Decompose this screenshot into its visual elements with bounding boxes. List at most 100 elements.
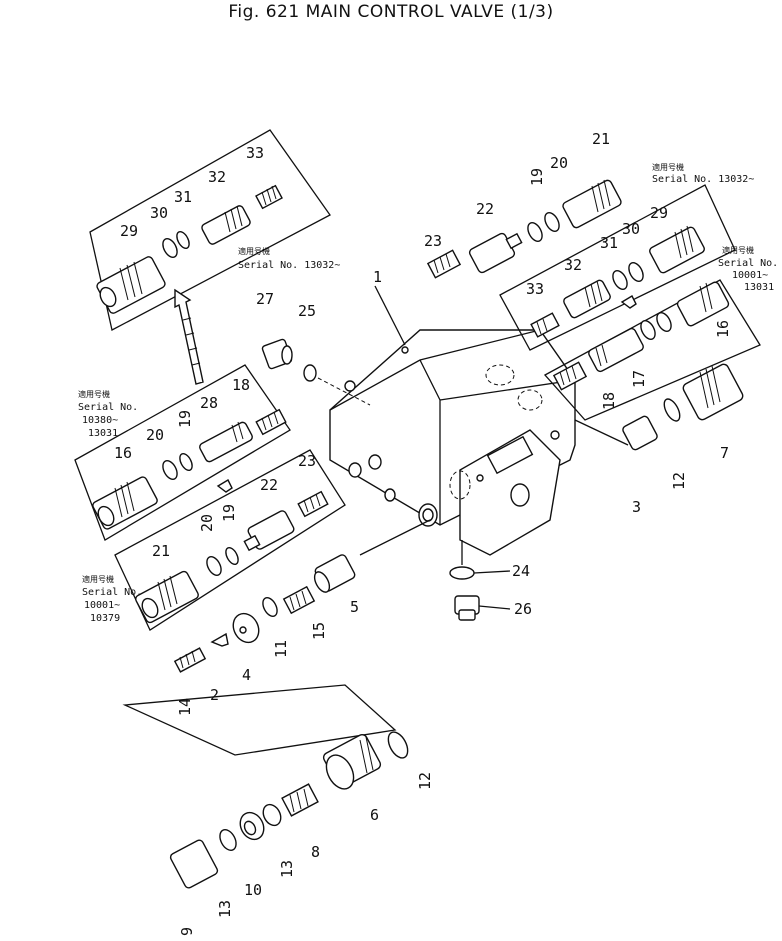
callout-19-left: 19 <box>176 410 194 428</box>
callout-31-left: 31 <box>174 188 192 206</box>
callout-15: 15 <box>310 622 328 640</box>
part-28-poppet <box>199 421 253 463</box>
part-9-cap <box>169 839 219 889</box>
part-20-ring-lower <box>206 556 222 576</box>
part-12-ring-right <box>663 398 681 422</box>
callout-13-lower: 13 <box>216 900 234 918</box>
callout-29-left: 29 <box>120 222 138 240</box>
callout-10: 10 <box>244 881 262 899</box>
part-32-poppet <box>201 205 251 245</box>
callout-16-left: 16 <box>114 444 132 462</box>
callout-28: 28 <box>200 394 218 412</box>
callout-2: 2 <box>210 686 219 704</box>
part-18-spring-left <box>255 408 287 436</box>
part-8-spring <box>281 783 319 817</box>
group-box-bottom <box>122 684 397 756</box>
serial-note-top-right: 適用号機 Serial No. 13032~ <box>652 162 754 185</box>
part-31-ring-right <box>612 270 628 290</box>
svg-text:10380~: 10380~ <box>82 415 118 426</box>
part-33-spring <box>255 184 283 210</box>
part-3-piston <box>622 415 658 451</box>
part-12-ring-bottom <box>387 731 409 759</box>
callout-25: 25 <box>298 302 316 320</box>
part-10-nut <box>239 811 265 841</box>
part-1-valve-body <box>329 329 576 556</box>
part-19-ring-top <box>527 222 543 242</box>
part-11-ring <box>262 597 278 617</box>
callout-22-top: 22 <box>476 200 494 218</box>
part-23-spring-top <box>426 249 462 279</box>
part-33-spring-right <box>530 312 560 338</box>
callout-7: 7 <box>720 444 729 462</box>
part-6-plug <box>322 734 382 790</box>
svg-text:Serial No. 13032~: Serial No. 13032~ <box>652 174 754 185</box>
callout-12-right: 12 <box>670 472 688 490</box>
callout-22-left: 22 <box>260 476 278 494</box>
callout-12-bottom: 12 <box>416 772 434 790</box>
part-7-plug <box>682 363 744 421</box>
part-26-plug <box>454 595 480 621</box>
part-2-pin <box>210 632 229 647</box>
callout-9: 9 <box>178 927 196 936</box>
svg-text:13031: 13031 <box>88 428 118 439</box>
svg-text:適用号機: 適用号機 <box>238 246 270 256</box>
callout-20-lower: 20 <box>198 514 216 532</box>
callout-13-upper: 13 <box>278 860 296 878</box>
callout-23-left: 23 <box>298 452 316 470</box>
part-14-spring <box>173 647 207 673</box>
callout-33-left: 33 <box>246 144 264 162</box>
group-box-upper-right <box>499 184 736 351</box>
part-25-oring <box>303 364 317 382</box>
part-19-ring-lower <box>225 547 239 565</box>
part-20-ring-right <box>656 312 672 332</box>
callout-21-left: 21 <box>152 542 170 560</box>
callout-27: 27 <box>256 290 274 308</box>
part-22-spool-top <box>468 232 523 274</box>
callout-33-right: 33 <box>526 280 544 298</box>
svg-text:10379: 10379 <box>90 613 120 624</box>
part-30-oring <box>162 238 178 258</box>
part-29-plug-right <box>649 225 705 274</box>
part-20-ring-left <box>162 460 178 480</box>
callout-6: 6 <box>370 806 379 824</box>
serial-note-right: 適用号機 Serial No. 10001~ 13031 <box>718 245 778 293</box>
part-21-plug-top <box>562 179 622 229</box>
serial-note-mid-left: 適用号機 Serial No. 10380~ 13031 <box>78 389 138 439</box>
part-23-spring-left <box>297 490 329 518</box>
part-18-spring-right <box>552 361 588 391</box>
callout-19-lower: 19 <box>220 504 238 522</box>
part-16-plug-left <box>92 476 158 530</box>
callout-32-right: 32 <box>564 256 582 274</box>
callout-20-left: 20 <box>146 426 164 444</box>
part-22-spool-left <box>243 510 295 552</box>
part-27-plug <box>261 338 293 370</box>
svg-text:13031: 13031 <box>744 282 774 293</box>
callout-32-left: 32 <box>208 168 226 186</box>
part-20-ring-top <box>544 212 560 232</box>
svg-text:適用号機: 適用号機 <box>78 389 110 399</box>
part-19-ring-left <box>179 453 193 471</box>
callout-1: 1 <box>373 268 382 286</box>
leader-3 <box>574 419 629 446</box>
callout-24: 24 <box>512 562 530 580</box>
part-31-ring <box>176 231 190 249</box>
svg-text:Serial No.: Serial No. <box>78 402 138 413</box>
callout-20-top: 20 <box>550 154 568 172</box>
svg-text:適用号機: 適用号機 <box>652 162 684 172</box>
small-arrow-right <box>620 295 637 309</box>
serial-note-lower-left: 適用号機 Serial No. 10001~ 10379 <box>82 574 142 624</box>
callout-18-left: 18 <box>232 376 250 394</box>
group-box-lower-right <box>543 279 761 421</box>
svg-text:10001~: 10001~ <box>732 270 768 281</box>
callout-19-top: 19 <box>528 168 546 186</box>
part-15-spring <box>282 585 316 615</box>
group-box-mid-left <box>74 364 291 541</box>
svg-text:適用号機: 適用号機 <box>722 245 754 255</box>
svg-text:適用号機: 適用号機 <box>82 574 114 584</box>
part-32-poppet-right <box>563 279 611 319</box>
callout-14: 14 <box>176 698 194 716</box>
figure-title: Fig. 621 MAIN CONTROL VALVE (1/3) <box>228 2 554 22</box>
arrow-up-hatched <box>174 288 204 385</box>
